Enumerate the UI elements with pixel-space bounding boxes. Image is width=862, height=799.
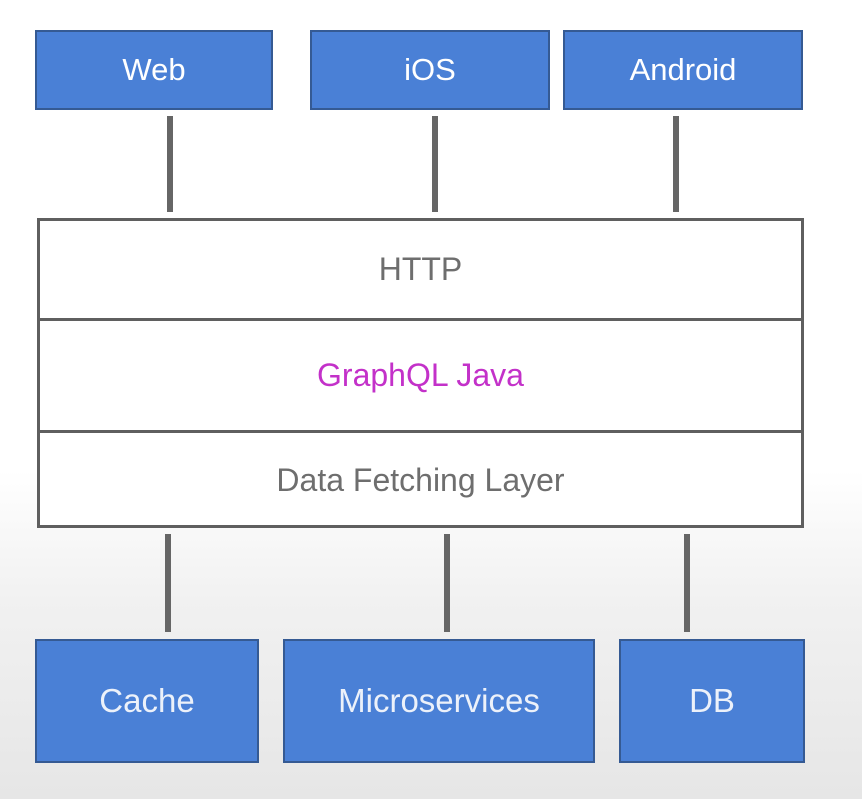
connector-web-to-http — [167, 116, 173, 212]
backend-cache-label: Cache — [99, 682, 195, 719]
server-stack: HTTP GraphQL Java Data Fetching Layer — [37, 218, 804, 528]
backend-microservices-label: Microservices — [338, 682, 540, 719]
client-android-label: Android — [629, 52, 737, 87]
backend-microservices-box: Microservices — [283, 639, 595, 763]
data-fetching-layer-label: Data Fetching Layer — [276, 462, 565, 498]
connector-android-to-http — [673, 116, 679, 212]
connector-ios-to-http — [432, 116, 438, 212]
client-web-label: Web — [122, 52, 186, 87]
backend-cache-box: Cache — [35, 639, 259, 763]
http-layer: HTTP — [40, 221, 801, 318]
graphql-java-layer: GraphQL Java — [40, 318, 801, 430]
graphql-java-layer-label: GraphQL Java — [317, 357, 524, 393]
data-fetching-layer: Data Fetching Layer — [40, 430, 801, 528]
client-web-box: Web — [35, 30, 273, 110]
client-ios-box: iOS — [310, 30, 550, 110]
backend-db-label: DB — [689, 682, 735, 719]
http-layer-label: HTTP — [378, 251, 463, 287]
connector-stack-to-microservices — [444, 534, 450, 632]
client-ios-label: iOS — [404, 52, 456, 87]
connector-stack-to-db — [684, 534, 690, 632]
connector-stack-to-cache — [165, 534, 171, 632]
client-android-box: Android — [563, 30, 803, 110]
backend-db-box: DB — [619, 639, 805, 763]
